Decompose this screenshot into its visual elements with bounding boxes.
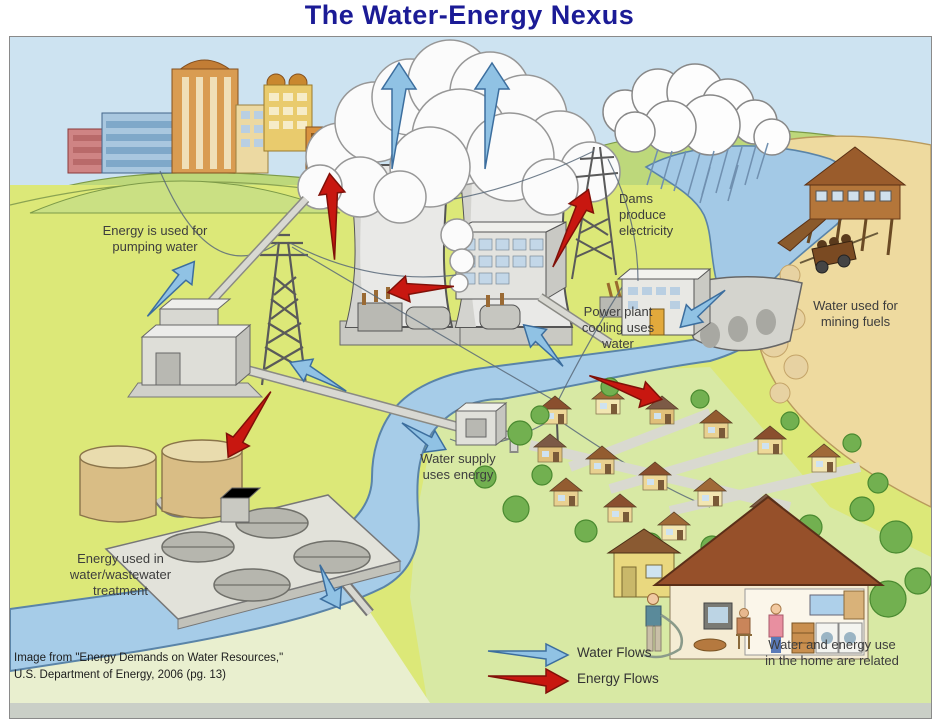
evaporation-arrow bbox=[473, 61, 511, 170]
energy-flow-arrow bbox=[317, 172, 347, 260]
pump-station bbox=[127, 195, 468, 434]
evaporation-arrow bbox=[380, 61, 418, 170]
legend-energy-label: Energy Flows bbox=[577, 671, 659, 686]
landscape-illustration bbox=[10, 37, 931, 718]
legend-energy-arrow bbox=[487, 667, 570, 695]
water-flow-arrow bbox=[288, 358, 347, 392]
dam-powerhouse bbox=[599, 268, 712, 336]
attribution: Image from "Energy Demands on Water Reso… bbox=[14, 650, 283, 684]
cutaway-house bbox=[652, 495, 885, 660]
river-intake-pump bbox=[454, 401, 519, 453]
water-flow-arrow bbox=[679, 289, 726, 329]
energy-flow-arrow bbox=[225, 391, 272, 459]
label-water-supply: Water supply uses energy bbox=[420, 451, 496, 482]
energy-flow-arrow bbox=[386, 274, 455, 304]
treatment-plant bbox=[79, 439, 402, 630]
illustration-canvas: Energy is used for pumping water Dams pr… bbox=[9, 36, 932, 719]
rain-streaks bbox=[646, 142, 769, 204]
man-watering-garden bbox=[643, 593, 684, 659]
water-flow-arrow bbox=[522, 323, 564, 367]
water-flow-arrow bbox=[146, 260, 196, 317]
legend-water-arrow bbox=[487, 642, 570, 668]
label-mining-fuels: Water used for mining fuels bbox=[813, 298, 898, 329]
energy-flow-arrow bbox=[589, 374, 664, 409]
mine-structure bbox=[777, 146, 907, 274]
small-house bbox=[606, 528, 682, 598]
label-power-plant-cooling: Power plant cooling uses water bbox=[581, 304, 655, 351]
attribution-line2: U.S. Department of Energy, 2006 (pg. 13) bbox=[14, 669, 227, 681]
label-home-use: Water and energy use in the home are rel… bbox=[765, 637, 899, 668]
energy-flow-arrow bbox=[552, 188, 595, 268]
water-flow-arrow bbox=[319, 564, 343, 610]
attribution-line1: Image from "Energy Demands on Water Reso… bbox=[14, 652, 284, 664]
label-wastewater-treatment: Energy used in water/wastewater treatmen… bbox=[69, 551, 172, 598]
power-lines bbox=[159, 150, 711, 508]
rain-cloud bbox=[602, 63, 791, 204]
water-flow-arrow bbox=[401, 422, 448, 454]
label-pumping-water: Energy is used for pumping water bbox=[102, 223, 208, 254]
bottom-strip bbox=[10, 703, 931, 718]
page-title: The Water-Energy Nexus bbox=[304, 0, 635, 30]
label-dams-electricity: Dams produce electricity bbox=[619, 191, 674, 238]
houses bbox=[532, 385, 842, 541]
legend-water-label: Water Flows bbox=[577, 645, 652, 660]
